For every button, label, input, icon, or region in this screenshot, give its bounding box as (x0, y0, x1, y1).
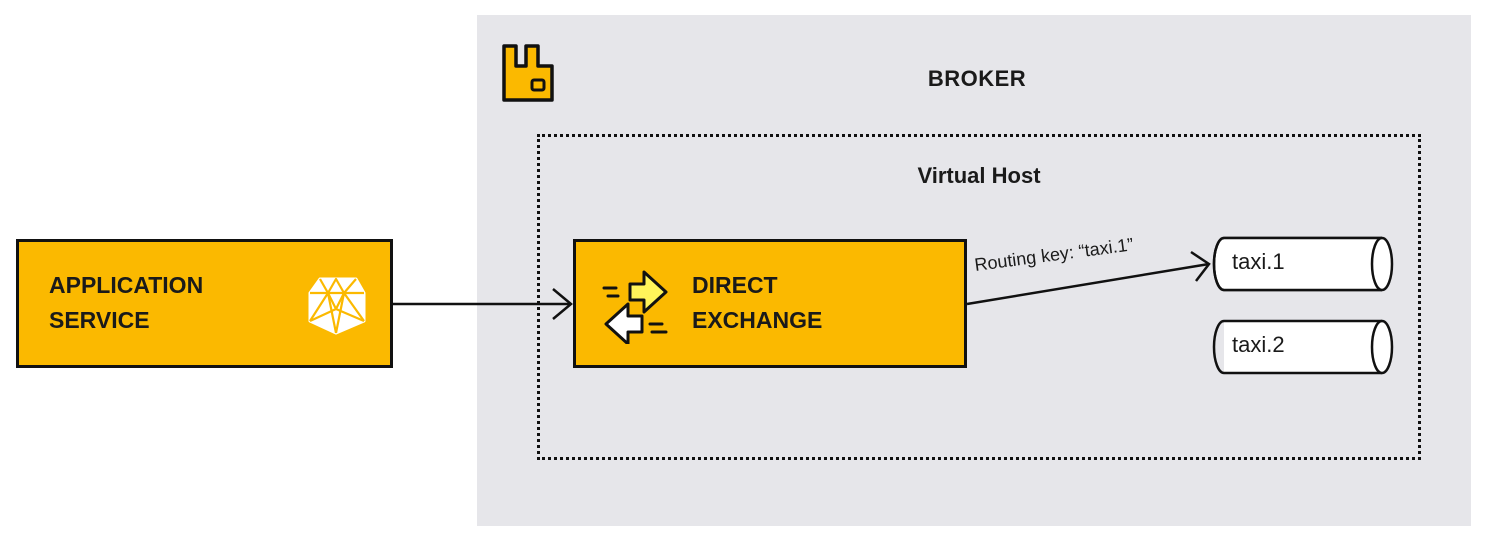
virtual-host-title: Virtual Host (917, 163, 1041, 188)
exchange-to-queue-arrow (966, 250, 1211, 306)
queue-taxi-1: taxi.1 (1210, 236, 1396, 292)
queue-cylinder-shape (1212, 319, 1394, 375)
application-service-node: APPLICATION SERVICE (16, 239, 393, 368)
ruby-gem-icon (308, 277, 366, 335)
queue-label: taxi.1 (1232, 249, 1285, 274)
exchange-arrows-icon (602, 270, 668, 344)
broker-title: BROKER (927, 66, 1027, 91)
queue-cylinder-shape (1212, 236, 1394, 292)
direct-exchange-label: DIRECT EXCHANGE (692, 272, 823, 333)
application-service-label: APPLICATION SERVICE (49, 272, 204, 333)
queue-taxi-2: taxi.2 (1210, 319, 1396, 375)
rabbitmq-logo-icon (502, 44, 554, 102)
virtual-host-container (537, 134, 1421, 460)
app-to-exchange-arrow (393, 288, 573, 320)
queue-label: taxi.2 (1232, 332, 1285, 357)
direct-exchange-node: DIRECT EXCHANGE (573, 239, 967, 368)
